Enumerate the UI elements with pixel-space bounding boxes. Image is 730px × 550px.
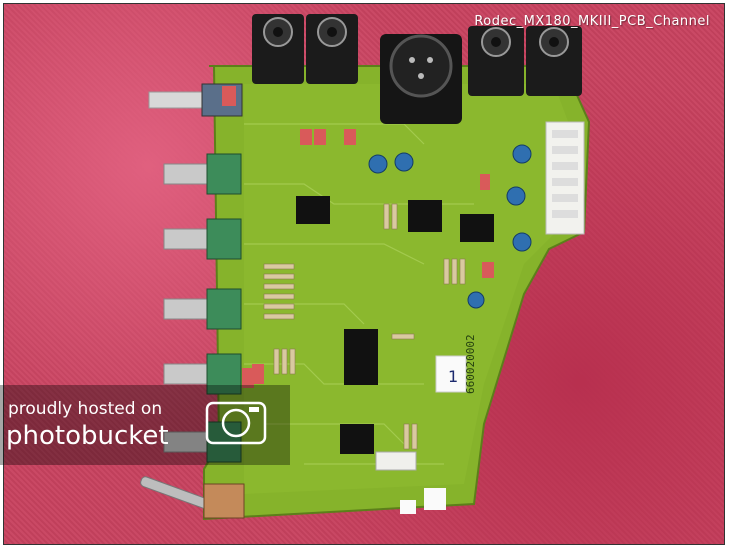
watermark-line1: proudly hosted on — [8, 399, 163, 419]
photo-caption: Rodec_MX180_MKIII_PCB_Channel — [474, 14, 710, 29]
ic-chip — [408, 200, 442, 232]
capacitors — [222, 86, 532, 388]
watermark-banner: proudly hosted on photobucket — [0, 385, 290, 465]
toggle-switch — [140, 476, 245, 519]
ic-chip — [460, 214, 494, 242]
rca-connector — [468, 26, 524, 96]
photo-frame: 1 660020002 Rodec_MX180_MKIII_PCB_Channe… — [3, 3, 725, 545]
rca-connector — [252, 14, 304, 84]
potentiometer — [163, 353, 242, 395]
part-number: 660020002 — [464, 334, 477, 394]
ic-chip — [296, 196, 330, 224]
watermark-line2: photobucket — [6, 421, 169, 451]
potentiometer — [163, 218, 242, 260]
pcb-photo: 1 660020002 — [140, 14, 591, 521]
rca-connector — [526, 26, 582, 96]
sticker-text: 1 — [448, 367, 458, 386]
rca-connector — [306, 14, 358, 84]
resistors — [263, 203, 466, 450]
potentiometer — [163, 288, 242, 330]
camera-icon — [205, 401, 267, 445]
ic-chip — [344, 329, 378, 385]
ic-chip — [340, 424, 374, 454]
potentiometer — [163, 153, 242, 195]
small-connector — [375, 451, 417, 471]
xlr-connector — [380, 34, 462, 124]
sticker-label — [435, 355, 467, 393]
